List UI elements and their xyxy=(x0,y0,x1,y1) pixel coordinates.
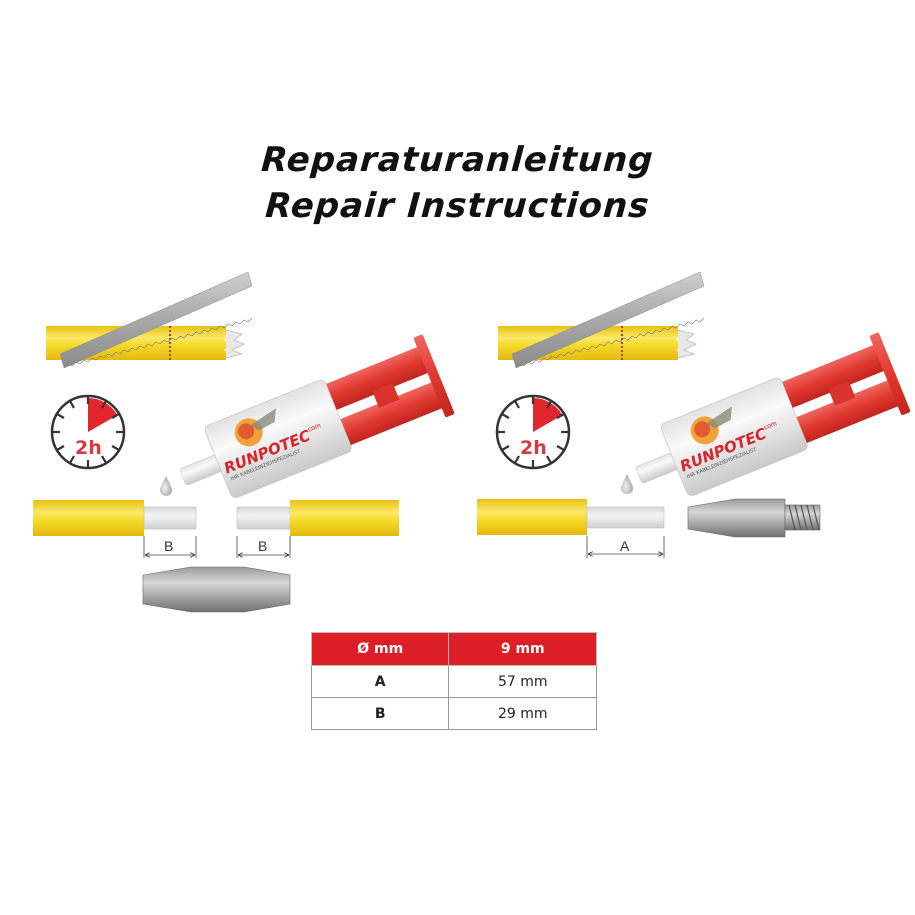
header-diameter: Ø mm xyxy=(310,632,450,666)
left-syringe-icon: RUNPOTEC .com IHR KABELEINZIEHSPEZIALIST xyxy=(166,333,456,518)
dimension-b-right-label: B xyxy=(258,538,267,554)
dimension-a-label: A xyxy=(620,538,630,554)
header-size: 9 mm xyxy=(448,632,597,666)
table-row: B 29 mm xyxy=(310,697,597,730)
table-row: A 57 mm xyxy=(310,665,597,698)
right-drop-icon xyxy=(621,474,633,494)
left-clock-label: 2h xyxy=(75,437,102,459)
dimension-b-left xyxy=(143,536,197,558)
right-clock-label: 2h xyxy=(520,437,547,459)
spec-table: Ø mm 9 mm A 57 mm B 29 mm xyxy=(310,632,597,730)
dimension-b-left-label: B xyxy=(164,538,173,554)
right-rod xyxy=(477,499,665,535)
left-rod-left xyxy=(33,500,197,536)
dimension-b-right xyxy=(236,536,291,558)
left-rod-right xyxy=(236,500,399,536)
connector-sleeve xyxy=(142,566,291,613)
dimension-a xyxy=(586,536,665,558)
row-value-a: 57 mm xyxy=(448,665,597,698)
row-label-a: A xyxy=(310,665,450,698)
spec-table-header: Ø mm 9 mm xyxy=(310,632,597,666)
left-saw-cut-step xyxy=(45,271,253,369)
left-clock-icon: 2h xyxy=(50,394,126,470)
row-value-b: 29 mm xyxy=(448,697,597,730)
left-drop-icon xyxy=(160,476,172,496)
right-clock-icon: 2h xyxy=(495,394,571,470)
threaded-end-fitting xyxy=(687,498,821,538)
right-saw-cut-step xyxy=(497,271,705,369)
row-label-b: B xyxy=(310,697,450,730)
